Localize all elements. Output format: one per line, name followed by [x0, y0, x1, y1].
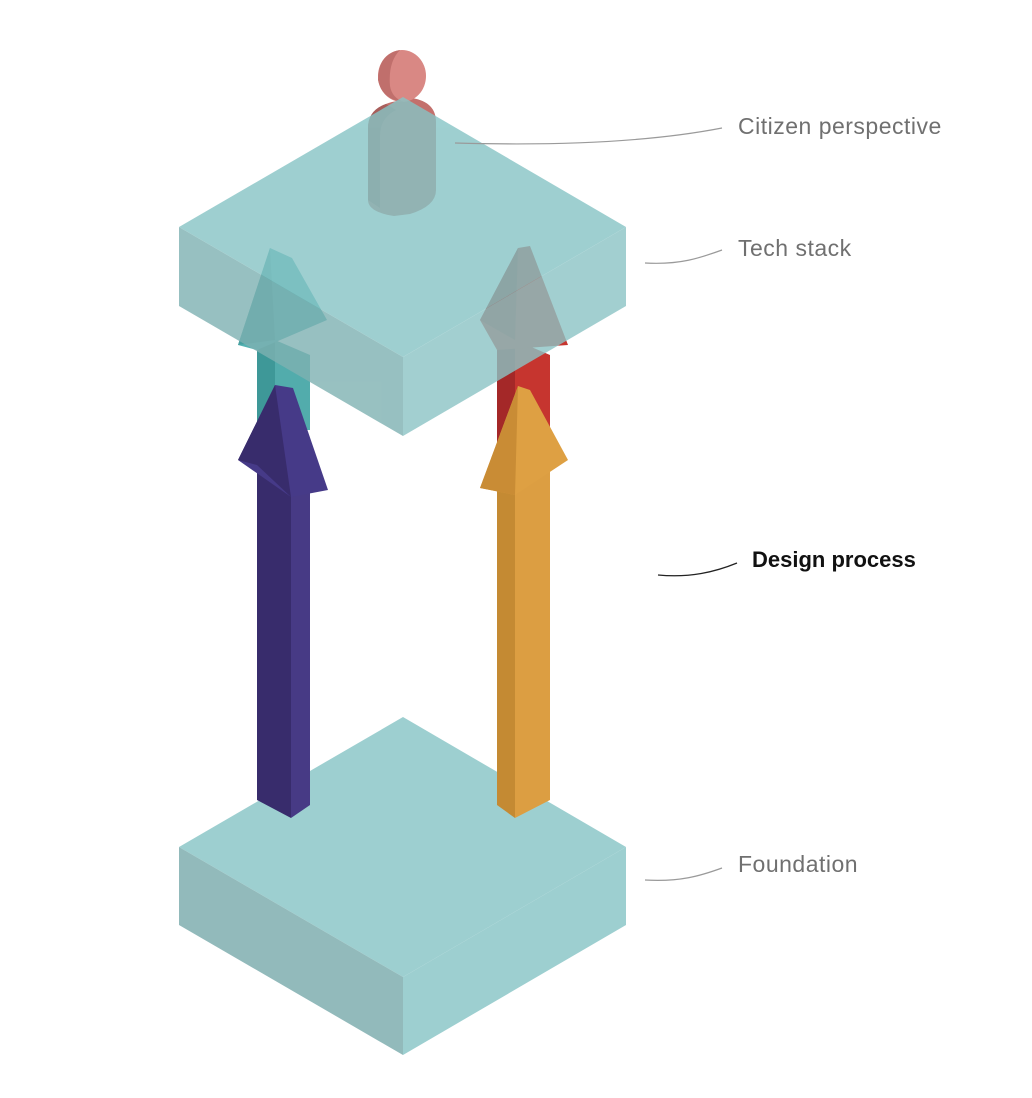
design-leader-line: [657, 562, 738, 577]
foundation-label: Foundation: [738, 851, 858, 877]
citizen-leader-line: [454, 127, 723, 145]
foundation-leader-line: [644, 867, 723, 881]
citizen-perspective-label: Citizen perspective: [738, 113, 942, 139]
tech-stack-slab: [179, 97, 626, 436]
foundation-slab: [179, 717, 626, 1055]
orange-arrow: [480, 386, 568, 818]
purple-arrow: [238, 385, 328, 818]
tech-stack-label: Tech stack: [738, 235, 852, 261]
design-process-label: Design process: [752, 547, 916, 572]
tech-leader-line: [644, 249, 723, 264]
